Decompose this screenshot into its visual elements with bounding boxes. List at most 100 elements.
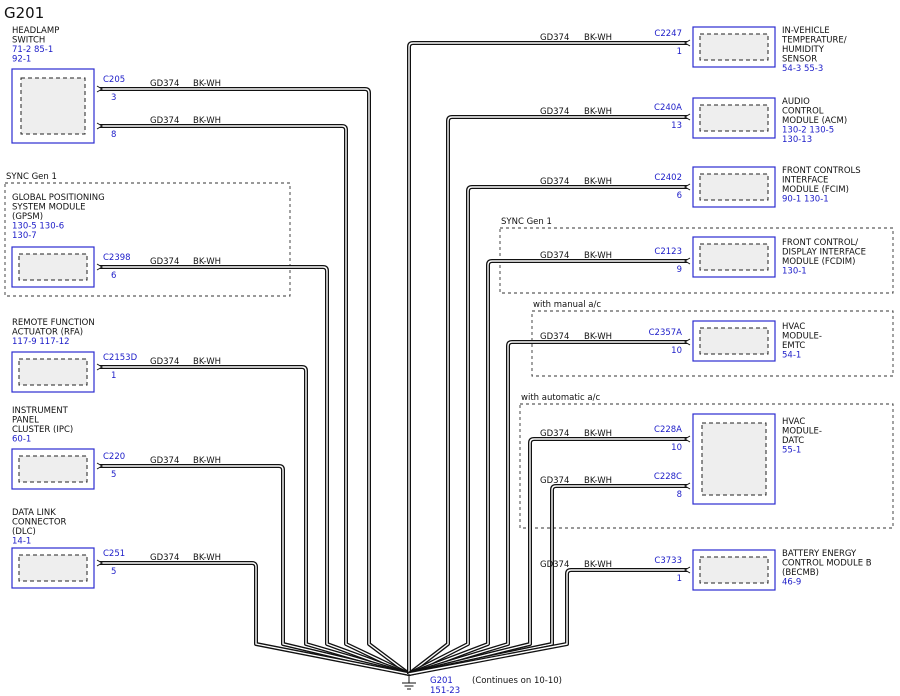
module-ref: 60-1: [12, 435, 31, 445]
wire-color: BK-WH: [193, 257, 221, 267]
connector-arrow-icon: [684, 257, 691, 265]
module-name: GLOBAL POSITIONING: [12, 193, 105, 203]
connector-arrow-icon: [96, 559, 103, 567]
module-name: SWITCH: [12, 36, 45, 46]
connector-pin: 3: [111, 93, 116, 103]
wire-color: BK-WH: [584, 33, 612, 43]
module-rfa-housing: [18, 358, 88, 386]
wire-color: BK-WH: [193, 553, 221, 563]
connector-label: C205: [103, 75, 125, 85]
ground-wire: [407, 41, 687, 674]
module-headlamp-housing: [20, 77, 86, 135]
group-label-automatic-ac: with automatic a/c: [521, 393, 600, 403]
connector-pin: 1: [677, 47, 682, 57]
connector-arrow-icon: [684, 39, 691, 47]
module-name: (DLC): [12, 527, 36, 537]
module-becmb-housing: [699, 556, 769, 584]
connector-label: C251: [103, 549, 125, 559]
module-name: INSTRUMENT: [12, 406, 69, 416]
module-dlc-housing: [18, 554, 88, 582]
connector-arrow-icon: [96, 85, 103, 93]
connector-label: C2402: [654, 173, 682, 183]
ground-wire-core: [100, 465, 410, 675]
connector-arrow-icon: [684, 338, 691, 346]
module-name: CONTROL MODULE B: [782, 559, 872, 569]
connector-arrow-icon: [684, 435, 691, 443]
module-ref: 130-2 130-5: [782, 126, 834, 136]
module-ref: 117-9 117-12: [12, 337, 70, 347]
connector-arrow-icon: [684, 566, 691, 574]
wire-circuit: GD374: [540, 33, 569, 43]
module-name: HVAC: [782, 322, 805, 332]
ground-wire-core: [100, 366, 410, 675]
ground-wire-core: [408, 42, 687, 674]
module-name: SYSTEM MODULE: [12, 203, 85, 213]
wire-color: BK-WH: [193, 116, 221, 126]
connector-pin: 9: [677, 265, 682, 275]
ground-ref: 151-23: [430, 686, 460, 696]
module-name: DISPLAY INTERFACE: [782, 248, 866, 258]
connector-arrow-icon: [96, 363, 103, 371]
module-name: DATC: [782, 436, 804, 446]
group-label-sync-right: SYNC Gen 1: [501, 217, 552, 227]
module-name: MODULE (ACM): [782, 116, 847, 126]
module-ref: 46-9: [782, 578, 801, 588]
ground-wire-core: [408, 438, 687, 675]
module-humidity-housing: [699, 33, 769, 61]
connector-pin: 5: [111, 567, 116, 577]
connector-label: C2357A: [649, 328, 683, 338]
group-sync-left: [4, 182, 291, 297]
module-ref: 92-1: [12, 55, 31, 65]
wire-circuit: GD374: [540, 476, 569, 486]
module-gpsm-housing: [18, 253, 88, 281]
module-name: (BECMB): [782, 568, 819, 578]
module-datc-housing: [701, 422, 767, 496]
wire-color: BK-WH: [584, 560, 612, 570]
connector-arrow-icon: [96, 263, 103, 271]
connector-label: C2123: [654, 247, 682, 257]
module-name: DATA LINK: [12, 508, 56, 518]
wire-circuit: GD374: [540, 332, 569, 342]
wire-color: BK-WH: [584, 107, 612, 117]
module-name: MODULE-: [782, 427, 822, 437]
connector-label: C228A: [654, 425, 682, 435]
connector-pin: 8: [677, 490, 682, 500]
connector-label: C228C: [654, 472, 682, 482]
ground-name: G201: [430, 676, 453, 686]
module-ref: 54-3 55-3: [782, 64, 823, 74]
module-name: CONNECTOR: [12, 518, 67, 528]
ground-wire-core: [100, 266, 410, 675]
connector-pin: 6: [677, 191, 682, 201]
module-ref: 130-1: [782, 267, 807, 277]
module-name: MODULE (FCIM): [782, 185, 849, 195]
connector-arrow-icon: [96, 122, 103, 130]
module-name: SENSOR: [782, 55, 817, 65]
module-name: ACTUATOR (RFA): [12, 328, 83, 338]
module-ref: 90-1 130-1: [782, 195, 829, 205]
wire-color: BK-WH: [193, 79, 221, 89]
ground-wire-core: [408, 260, 687, 675]
module-ref: 55-1: [782, 446, 801, 456]
module-name: HUMIDITY: [782, 45, 825, 55]
connector-pin: 5: [111, 470, 116, 480]
connector-pin: 10: [671, 443, 682, 453]
wire-color: BK-WH: [193, 456, 221, 466]
wire-color: BK-WH: [584, 177, 612, 187]
wire-circuit: GD374: [150, 456, 179, 466]
wire-color: BK-WH: [584, 476, 612, 486]
ground-note: (Continues on 10-10): [472, 676, 562, 686]
ground-wire-core: [100, 88, 410, 675]
group-label-manual-ac: with manual a/c: [533, 300, 601, 310]
module-ref: 130-7: [12, 231, 37, 241]
module-name: FRONT CONTROL/: [782, 238, 858, 248]
module-name: FRONT CONTROLS: [782, 166, 861, 176]
ground-wire: [408, 340, 687, 676]
connector-label: C2153D: [103, 353, 138, 363]
connector-arrow-icon: [96, 462, 103, 470]
module-name: HVAC: [782, 417, 805, 427]
module-name: TEMPERATURE/: [781, 36, 847, 46]
wire-circuit: GD374: [150, 553, 179, 563]
module-name: CLUSTER (IPC): [12, 425, 73, 435]
connector-pin: 10: [671, 346, 682, 356]
